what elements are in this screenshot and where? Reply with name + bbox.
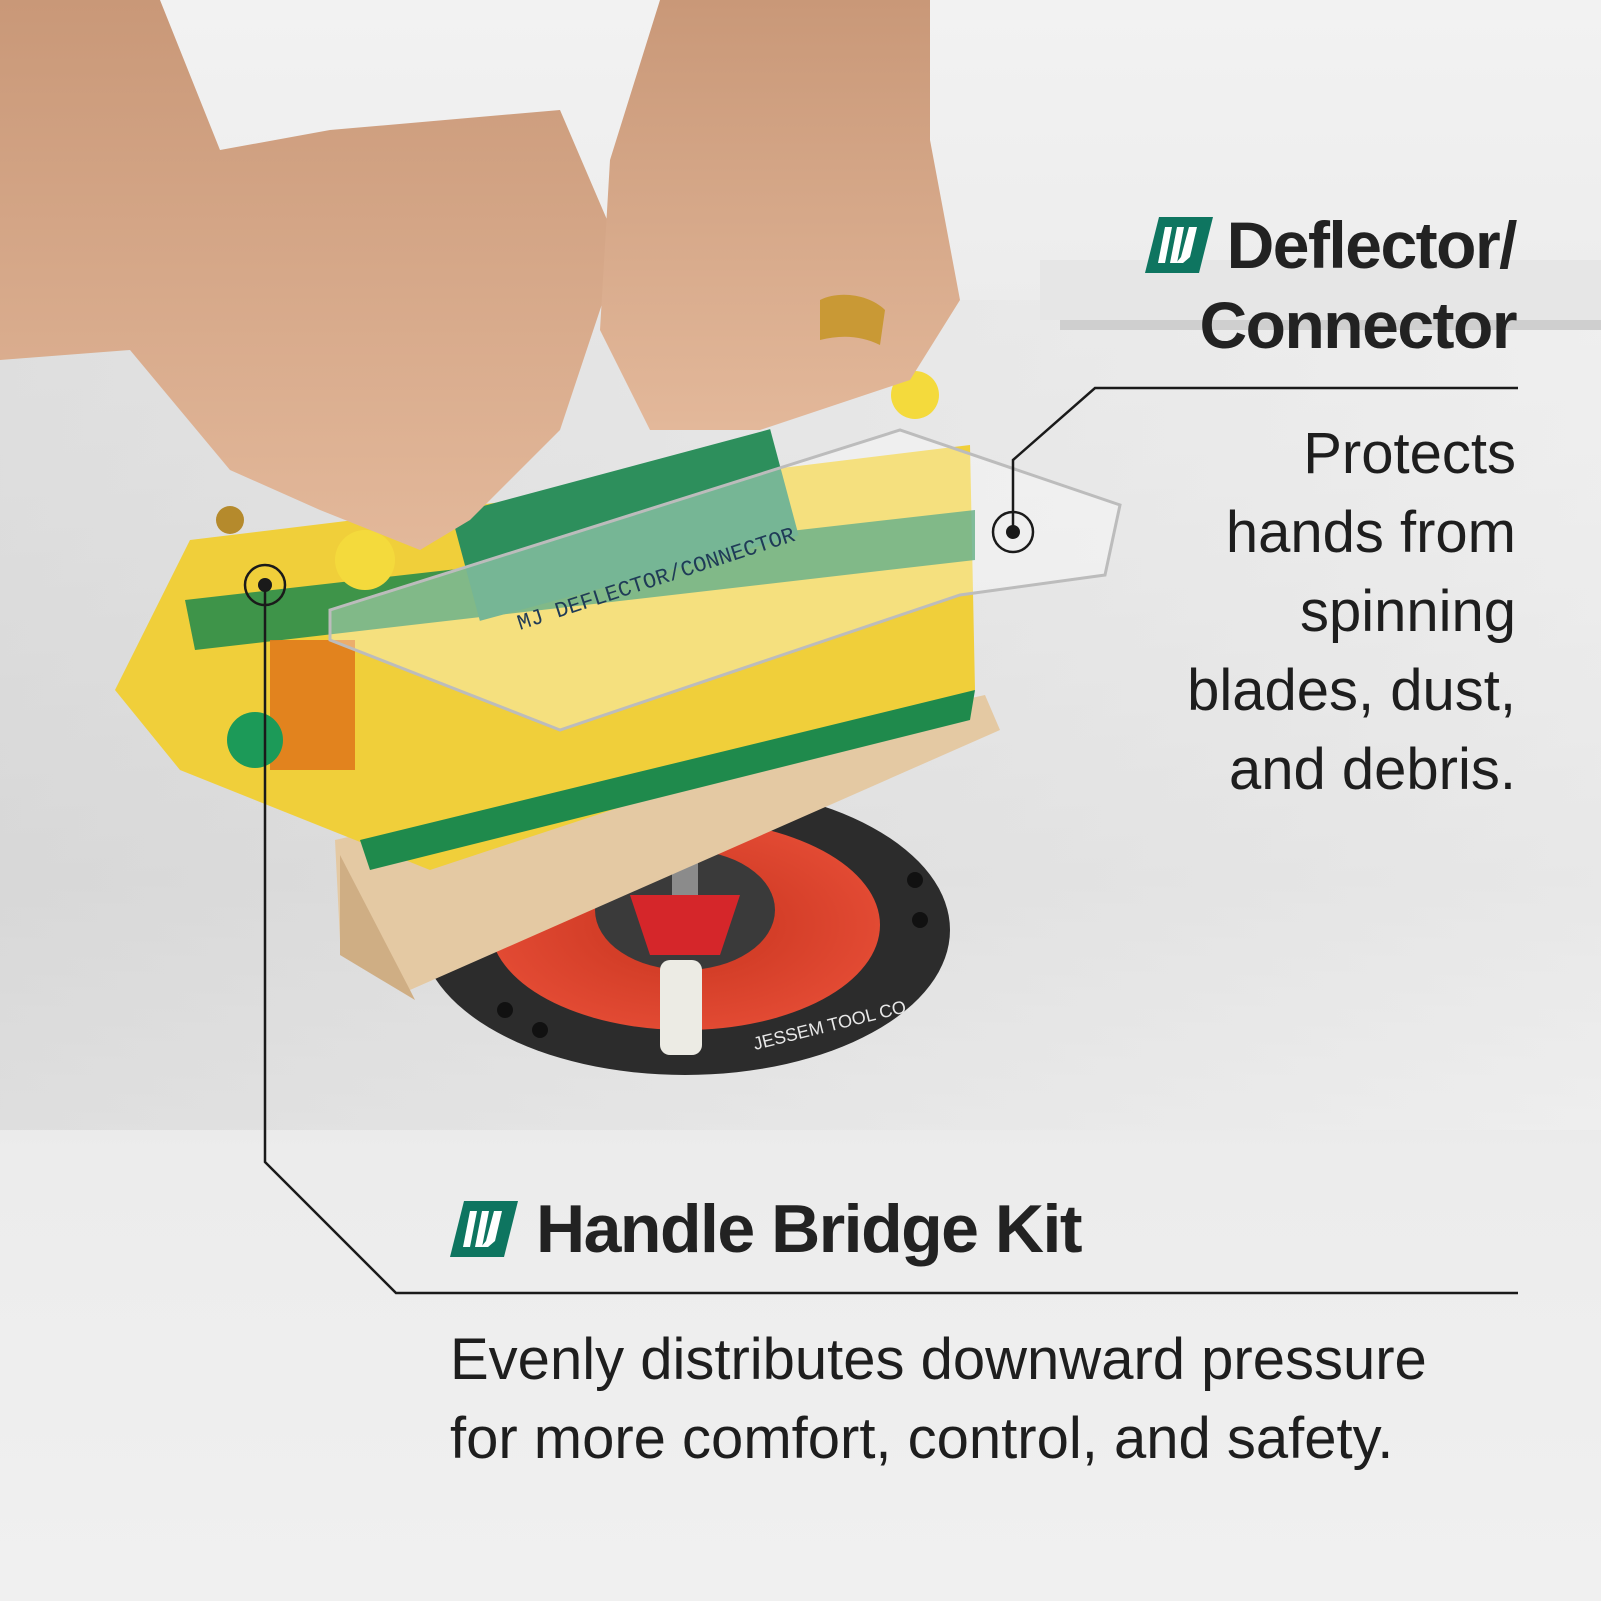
mj-logo-icon bbox=[1144, 217, 1213, 273]
wedding-ring bbox=[820, 294, 885, 345]
hands bbox=[0, 0, 960, 550]
deflector-title-line2: Connector bbox=[1199, 288, 1518, 362]
handle-bridge-title-text: Handle Bridge Kit bbox=[536, 1191, 1083, 1267]
mj-logo-icon bbox=[450, 1201, 518, 1257]
handle-bridge-callout-title: Handle Bridge Kit bbox=[450, 1190, 1083, 1268]
handle-bridge-description: Evenly distributes downward pressure for… bbox=[450, 1327, 1427, 1471]
deflector-title-line1: Deflector/ bbox=[1226, 208, 1518, 282]
deflector-callout-title: Deflector/ Connector bbox=[1144, 205, 1518, 365]
deflector-description: Protects hands from spinning blades, dus… bbox=[1187, 421, 1516, 802]
table-fence-rail bbox=[1040, 260, 1601, 320]
table-fence-rail-shadow bbox=[1060, 320, 1601, 330]
